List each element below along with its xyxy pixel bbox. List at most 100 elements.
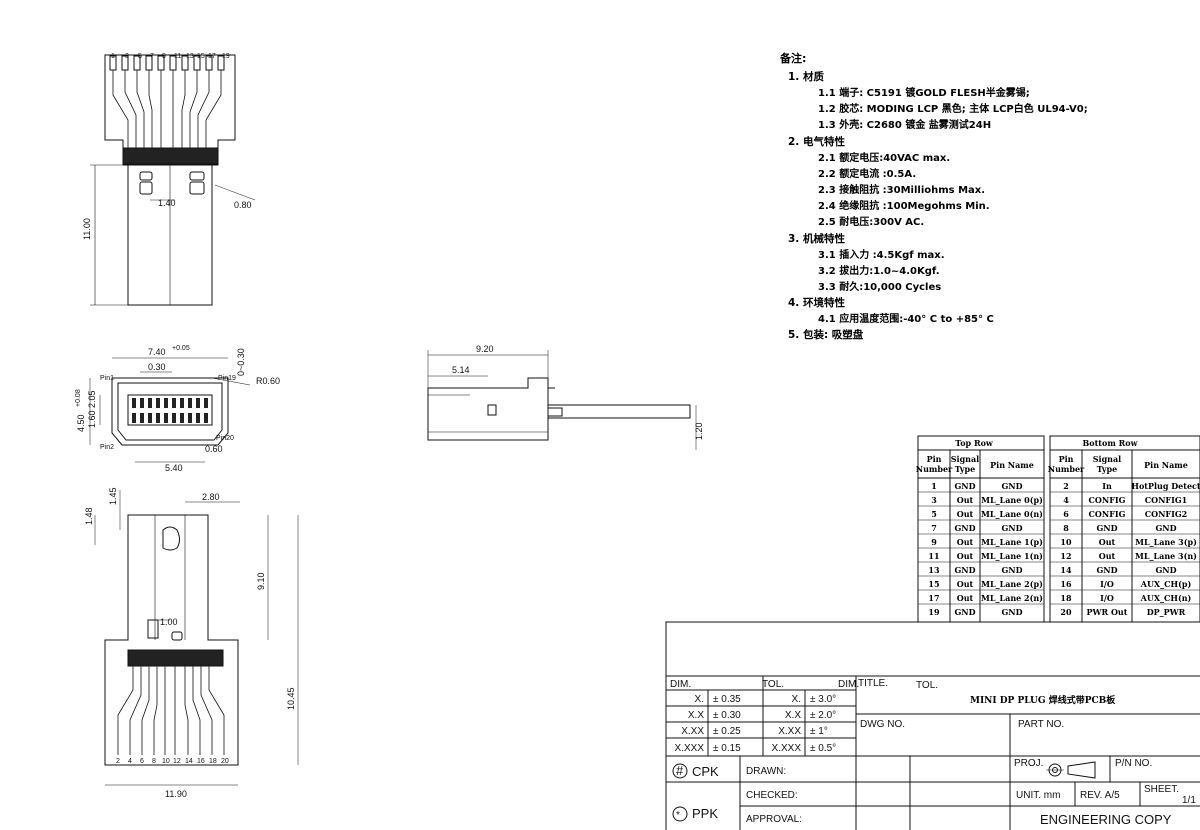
pin-label: 20 bbox=[221, 758, 229, 765]
dim-bottom-148: 1.48 bbox=[84, 507, 94, 525]
dim-front-inner-h: 1.60 bbox=[87, 410, 97, 428]
col-pin: Number bbox=[1048, 464, 1085, 474]
title-block bbox=[665, 621, 1200, 830]
dim-side-partial: 5.14 bbox=[452, 365, 470, 375]
signal-type-cell: Out bbox=[1099, 551, 1116, 561]
signal-type-cell: GND bbox=[954, 565, 975, 575]
notes-block: 备注: 1. 材质 1.1 端子: C5191 镀GOLD FLESH半金雾锡;… bbox=[779, 51, 1088, 341]
tol-val: ± 3.0° bbox=[810, 694, 836, 705]
signal-type-cell: GND bbox=[1096, 565, 1117, 575]
tb-checked: CHECKED: bbox=[746, 790, 798, 801]
tol-val: ± 0.5° bbox=[810, 743, 836, 754]
tb-dwg-no: DWG NO. bbox=[860, 719, 905, 730]
tb-unit: UNIT. mm bbox=[1016, 790, 1060, 801]
top-pin-labels: 1 3 5 7 9 11 13 15 17 19 bbox=[111, 53, 230, 60]
bottom-pin-labels: 2 4 6 8 10 12 14 16 18 20 bbox=[116, 758, 229, 765]
pin-name-cell: CONFIG1 bbox=[1145, 495, 1187, 505]
pin-label: 11 bbox=[174, 53, 181, 60]
signal-type-cell: Out bbox=[957, 579, 974, 589]
pin-name-cell: GND bbox=[1001, 607, 1022, 617]
tol-val: ± 1° bbox=[810, 726, 828, 737]
col-pin: Number bbox=[916, 464, 953, 474]
pin-label: 1 bbox=[111, 53, 115, 60]
pin-table bbox=[917, 435, 1200, 623]
notes-item: 1.3 外壳: C2680 镀金 盐雾测试24H bbox=[818, 118, 991, 131]
tb-proj: PROJ. bbox=[1014, 758, 1043, 769]
dim-bottom-1045: 10.45 bbox=[286, 687, 296, 710]
pin-number-cell: 2 bbox=[1063, 481, 1069, 491]
signal-type-cell: Out bbox=[957, 551, 974, 561]
pin-table-text: Top Row Bottom Row Pin Number Signal Typ… bbox=[916, 438, 1188, 474]
pin-name-cell: ML_Lane 0(p) bbox=[981, 495, 1043, 505]
tb-checked-prefix: PPK bbox=[692, 806, 718, 821]
side-plug bbox=[548, 404, 691, 419]
front-pin2: Pin2 bbox=[100, 444, 114, 451]
notes-item: 2.4 绝缘阻抗 :100Megohms Min. bbox=[818, 199, 990, 212]
tb-dim-label: DIM. bbox=[670, 679, 691, 690]
dim-front-inner: 0.30 bbox=[148, 362, 166, 372]
signal-type-cell: GND bbox=[954, 607, 975, 617]
tb-footer: ENGINEERING COPY bbox=[1040, 812, 1172, 827]
tol-val: ± 0.25 bbox=[713, 726, 741, 737]
dim-front-tol: +0.05 bbox=[172, 345, 190, 352]
signal-type-cell: CONFIG bbox=[1089, 495, 1126, 505]
dim-front-height-tol: +0.08 bbox=[75, 389, 82, 407]
front-inner bbox=[117, 382, 223, 441]
pin-label: 14 bbox=[185, 758, 193, 765]
pin-name-cell: GND bbox=[1001, 565, 1022, 575]
pin-label: 5 bbox=[138, 53, 142, 60]
notes-item: 1.1 端子: C5191 镀GOLD FLESH半金雾锡; bbox=[818, 86, 1030, 99]
notes-item: 3.2 拔出力:1.0~4.0Kgf. bbox=[818, 264, 940, 277]
signal-type-cell: GND bbox=[954, 481, 975, 491]
pin-name-cell: ML_Lane 2(p) bbox=[981, 579, 1043, 589]
signal-type-cell: In bbox=[1102, 481, 1112, 491]
pin-name-cell: GND bbox=[1001, 523, 1022, 533]
signal-type-cell: CONFIG bbox=[1089, 509, 1126, 519]
col-name: Pin Name bbox=[1144, 460, 1188, 470]
front-contacts bbox=[132, 398, 208, 423]
tb-drawn: DRAWN: bbox=[746, 766, 786, 777]
dim-bottom-100: 1.00 bbox=[160, 617, 178, 627]
pin-label: 10 bbox=[162, 758, 170, 765]
tol-key: X.XX bbox=[681, 726, 704, 737]
pin-name-cell: ML_Lane 3(n) bbox=[1135, 551, 1197, 561]
tb-sheet: SHEET. bbox=[1144, 784, 1179, 795]
pin-label: 6 bbox=[140, 758, 144, 765]
pin-name-cell: GND bbox=[1155, 565, 1176, 575]
dim-bottom-280: 2.80 bbox=[202, 492, 220, 502]
pin-label: 7 bbox=[150, 53, 154, 60]
pin-label: 2 bbox=[116, 758, 120, 765]
tol-key: X.XXX bbox=[675, 743, 705, 754]
pin-number-cell: 13 bbox=[928, 565, 940, 575]
notes-item: 2.2 额定电流 :0.5A. bbox=[818, 167, 916, 180]
tol-key: X. bbox=[792, 694, 801, 705]
bottom-outline bbox=[104, 514, 239, 766]
notes-section-title: 2. 电气特性 bbox=[788, 135, 845, 148]
col-pin: Pin bbox=[1059, 454, 1074, 464]
tol-val: ± 0.30 bbox=[713, 710, 741, 721]
front-pin1: Pin1 bbox=[100, 375, 114, 382]
tb-approval: APPROVAL: bbox=[746, 814, 802, 825]
pin-name-cell: HotPlug Detect bbox=[1131, 481, 1200, 491]
dim-side-thickness: 1.20 bbox=[694, 422, 704, 440]
pin-number-cell: 16 bbox=[1060, 579, 1072, 589]
pin-name-cell: CONFIG2 bbox=[1145, 509, 1187, 519]
tb-rev: REV. A/5 bbox=[1080, 790, 1120, 801]
dim-bottom-1190: 11.90 bbox=[165, 789, 187, 799]
pin-number-cell: 19 bbox=[928, 607, 940, 617]
notes-section-title: 3. 机械特性 bbox=[788, 232, 845, 245]
pin-label: 4 bbox=[128, 758, 132, 765]
tb-symbol: * bbox=[676, 810, 680, 821]
top-traces bbox=[112, 70, 222, 148]
notes-section-title: 1. 材质 bbox=[788, 70, 824, 83]
tb-sheet-val: 1/1 bbox=[1182, 795, 1196, 806]
signal-type-cell: Out bbox=[957, 593, 974, 603]
dim-front-inner-h2: 2.05 bbox=[87, 390, 97, 408]
signal-type-cell: GND bbox=[1096, 523, 1117, 533]
tb-pn-no: P/N NO. bbox=[1115, 758, 1152, 769]
pin-number-cell: 20 bbox=[1060, 607, 1072, 617]
tol-key: X.X bbox=[785, 710, 801, 721]
pin-label: 15 bbox=[197, 53, 205, 60]
pin-label: 12 bbox=[173, 758, 181, 765]
